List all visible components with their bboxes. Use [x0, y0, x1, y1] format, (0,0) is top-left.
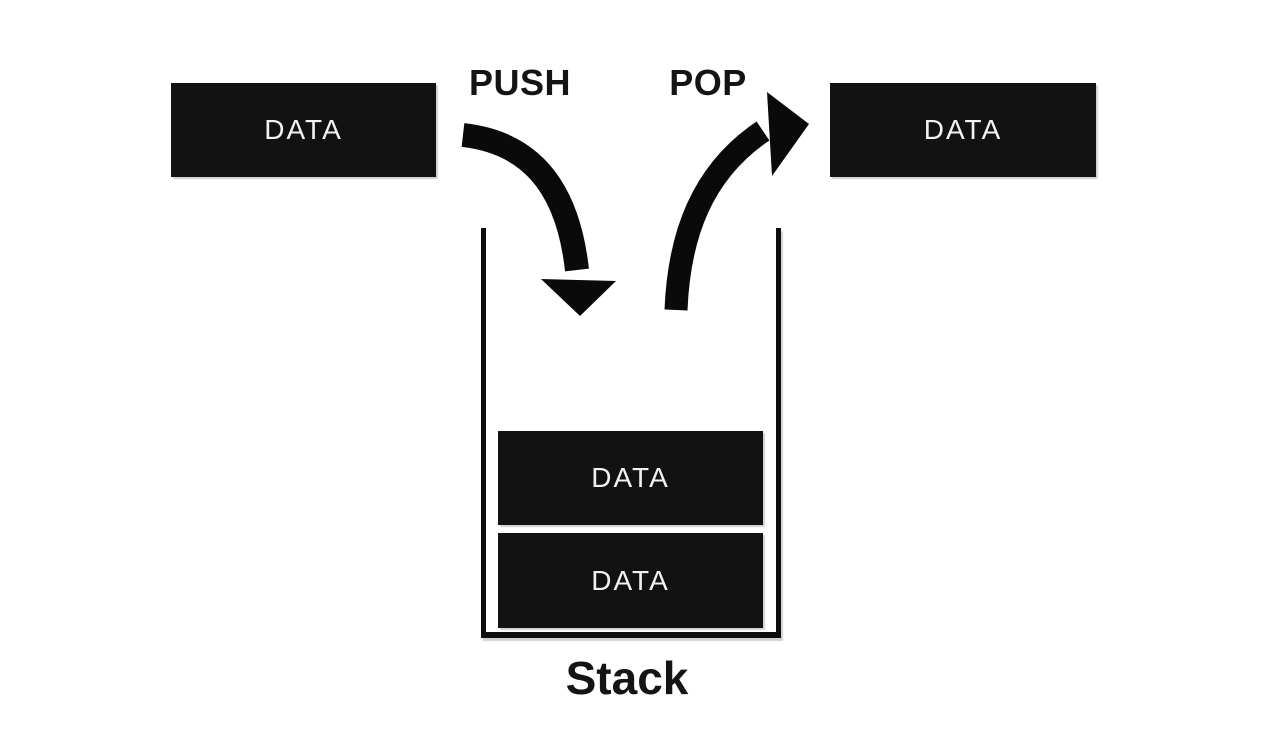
stack-item-label: DATA: [591, 462, 670, 493]
pop-label: POP: [669, 62, 747, 103]
output-data-label: DATA: [923, 114, 1003, 145]
stack-item: DATA: [498, 431, 763, 525]
input-data-label: DATA: [264, 114, 343, 145]
stack-item-label: DATA: [591, 564, 670, 596]
stack-container: [481, 228, 781, 638]
stack-title: Stack: [565, 652, 689, 704]
stack-item: DATA: [498, 533, 763, 628]
output-data-box: DATA: [830, 83, 1096, 177]
input-data-box: DATA: [171, 83, 436, 177]
push-label: PUSH: [468, 62, 572, 103]
